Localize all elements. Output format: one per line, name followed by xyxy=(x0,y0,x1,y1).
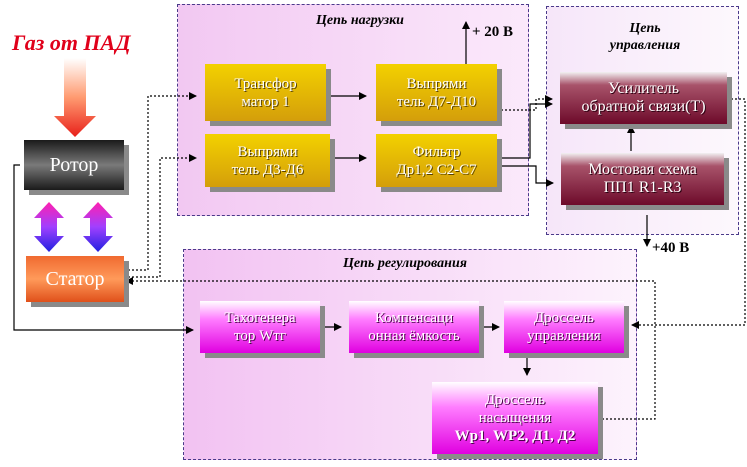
stator-label: Статор xyxy=(45,268,105,290)
rectifier-bottom-line-2: тель Д3-Д6 xyxy=(231,161,304,178)
rotor-stator-arrow-right xyxy=(83,202,113,252)
tachogenerator-line-2: тор Wтг xyxy=(234,328,286,344)
saturation-line-2: насыщения xyxy=(478,410,552,426)
rectifier-top-line-1: Выпрями xyxy=(406,75,467,92)
rotor-label: Ротор xyxy=(49,154,99,176)
feedback-amplifier-block: Усилитель обратной связи(Т) xyxy=(560,72,727,124)
compensation-line-2: онная ёмкость xyxy=(368,328,460,344)
bridge-line-2: ПП1 R1-R3 xyxy=(603,179,682,196)
rectifier-d7-d10-block: Выпрями тель Д7-Д10 xyxy=(376,64,497,121)
rectifier-bottom-line-1: Выпрями xyxy=(237,143,298,160)
filter-block: Фильтр Др1,2 С2-С7 xyxy=(376,134,497,187)
gas-from-pad-label: Газ от ПАД xyxy=(12,30,131,55)
control-title-line-2: управления xyxy=(609,38,681,53)
bridge-line-1: Мостовая схема xyxy=(588,161,697,178)
bridge-circuit-block: Мостовая схема ПП1 R1-R3 xyxy=(561,153,724,205)
transformer-block: Трансфор матор 1 xyxy=(205,64,326,121)
regulation-circuit-title: Цепь регулирования xyxy=(343,256,467,271)
rotor-stator-arrow-left xyxy=(34,202,64,252)
transformer-line-2: матор 1 xyxy=(241,93,290,110)
rotor-block: Ротор xyxy=(24,140,124,190)
control-choke-line-2: управления xyxy=(527,328,601,344)
plus-40v-label: +40 В xyxy=(652,240,690,256)
saturation-line-3: Wр1, WР2, Д1, Д2 xyxy=(454,428,576,444)
stator-block: Статор xyxy=(26,256,124,302)
plus-20v-label: + 20 В xyxy=(472,24,514,40)
saturation-line-1: Дроссель xyxy=(484,392,546,408)
filter-line-1: Фильтр xyxy=(412,143,461,160)
gas-flow-arrow xyxy=(54,58,96,137)
control-choke-line-1: Дроссель xyxy=(533,310,595,326)
tachogenerator-line-1: Тахогенера xyxy=(224,310,296,326)
tachogenerator-block: Тахогенера тор Wтг xyxy=(200,301,320,353)
amplifier-line-1: Усилитель xyxy=(608,80,679,97)
rectifier-top-line-2: тель Д7-Д10 xyxy=(396,93,477,110)
rectifier-d3-d6-block: Выпрями тель Д3-Д6 xyxy=(205,134,330,187)
amplifier-line-2: обратной связи(Т) xyxy=(581,98,706,115)
control-circuit-title: Цепь управления xyxy=(585,20,705,54)
compensation-capacitor-block: Компенсаци онная ёмкость xyxy=(349,301,479,353)
control-title-line-1: Цепь xyxy=(629,21,661,36)
control-choke-block: Дроссель управления xyxy=(504,301,624,353)
compensation-line-1: Компенсаци xyxy=(374,310,454,326)
load-circuit-title: Цепь нагрузки xyxy=(316,13,404,28)
filter-line-2: Др1,2 С2-С7 xyxy=(396,161,477,178)
saturation-choke-block: Дроссель насыщения Wр1, WР2, Д1, Д2 xyxy=(432,382,598,454)
transformer-line-1: Трансфор xyxy=(234,75,297,92)
